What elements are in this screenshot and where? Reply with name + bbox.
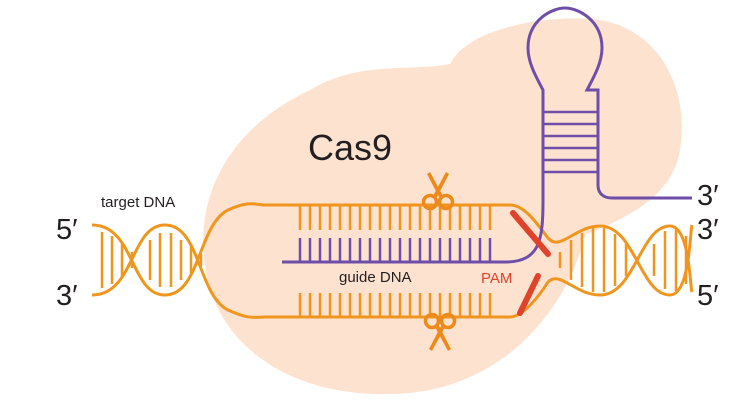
scissors-bottom-icon	[423, 312, 457, 351]
left-helix-base-pairs	[100, 232, 203, 288]
bubble-top-strand	[265, 203, 550, 239]
guide-strand-bases	[298, 238, 492, 262]
target-dna-label: target DNA	[101, 194, 175, 211]
hairpin-base-pairs	[543, 110, 598, 174]
pam-site	[510, 210, 551, 316]
scissors-top-icon	[421, 172, 455, 211]
left-dna-helix	[91, 202, 266, 319]
guide-rna-backbone	[282, 6, 692, 264]
pam-top-mark	[510, 210, 551, 257]
guide-dna-label: guide DNA	[339, 269, 412, 286]
cas9-label: Cas9	[308, 127, 392, 168]
right-guide-end-label: 3′	[697, 180, 719, 212]
right-top-end-label: 3′	[697, 214, 719, 246]
left-bottom-end-label: 3′	[56, 280, 78, 312]
right-bottom-end-label: 5′	[697, 280, 719, 312]
right-helix-base-pairs	[558, 228, 688, 292]
open-dna-bubble	[265, 203, 550, 319]
guide-rna	[282, 6, 692, 264]
left-helix-strand-a	[91, 202, 266, 297]
right-helix-strand-b	[546, 224, 694, 297]
pam-label: PAM	[481, 270, 512, 287]
right-dna-helix	[546, 224, 694, 297]
bottom-strand-bases	[298, 293, 492, 317]
left-top-end-label: 5′	[56, 214, 78, 246]
pam-bottom-mark	[517, 273, 541, 316]
bubble-bottom-strand	[265, 281, 550, 319]
left-helix-strand-b	[91, 223, 266, 319]
